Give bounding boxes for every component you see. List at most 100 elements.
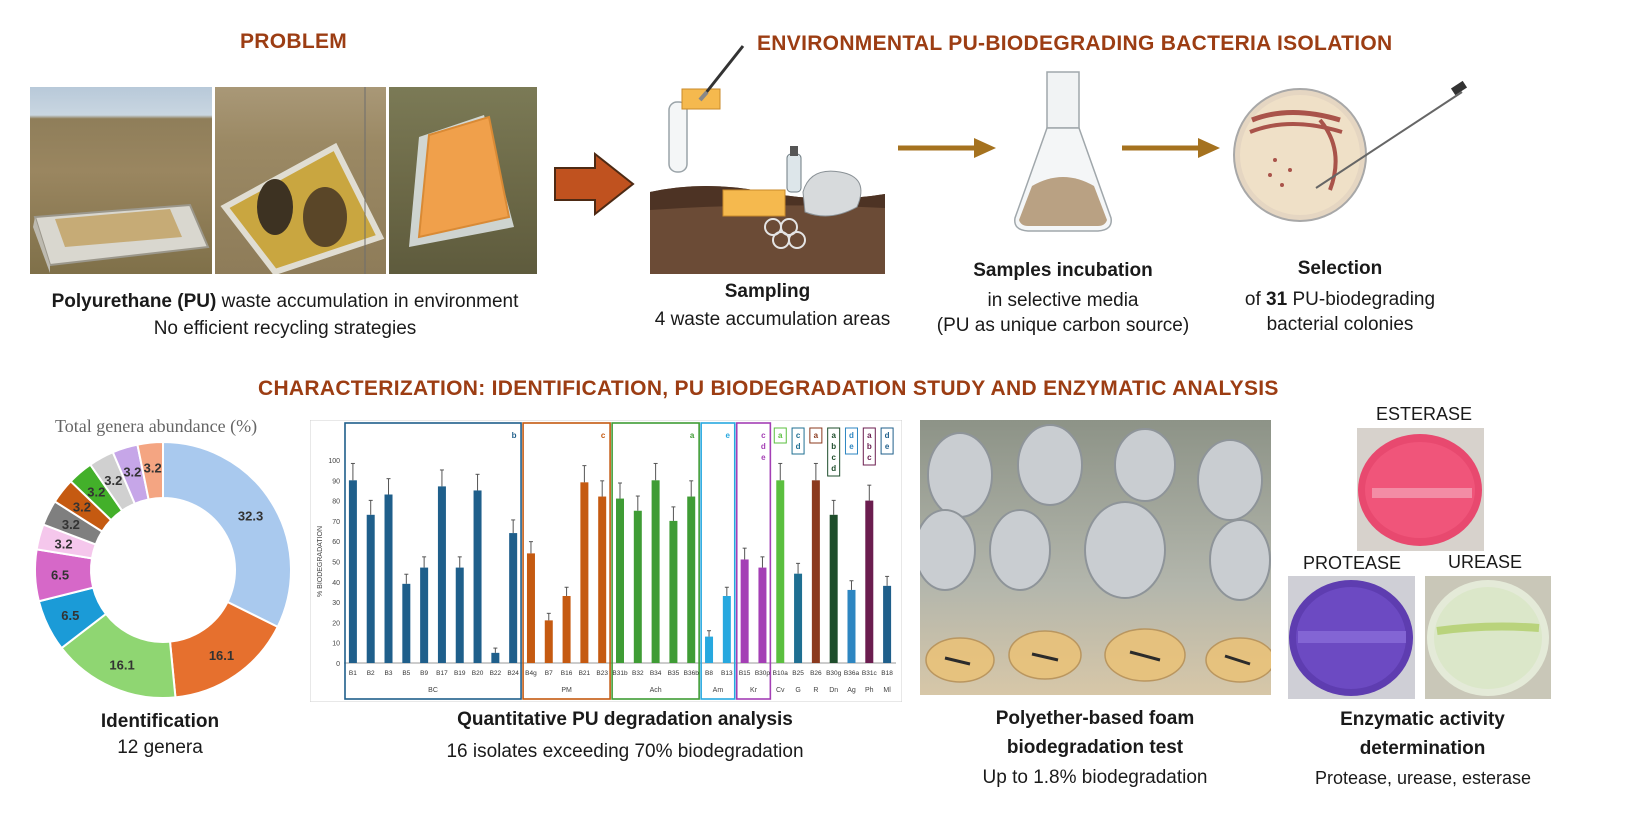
x-tick-label: B2 <box>367 670 375 677</box>
bar <box>402 583 411 663</box>
bar <box>544 620 553 663</box>
group-box <box>611 422 700 700</box>
significance-letter: b <box>867 442 872 451</box>
group-box <box>522 422 611 700</box>
y-tick-label: 30 <box>332 600 340 607</box>
significance-letter: e <box>849 442 854 451</box>
group-label: Ag <box>847 687 856 694</box>
protease-plate-illustration <box>1289 580 1413 696</box>
x-tick-label: B3 <box>385 670 393 677</box>
bar <box>883 585 892 663</box>
bar <box>758 567 767 663</box>
photo-mattress-field <box>30 87 212 274</box>
y-tick-label: 70 <box>332 519 340 526</box>
group-box <box>700 422 736 700</box>
problem-caption-line1: Polyurethane (PU) waste accumulation in … <box>51 291 519 312</box>
significance-letter: d <box>831 464 836 473</box>
bar <box>705 636 714 663</box>
x-tick-label: B18 <box>881 670 893 677</box>
letter-badge <box>791 427 805 455</box>
x-tick-label: B8 <box>705 670 713 677</box>
foam-test-title2: biodegradation test <box>1006 737 1184 758</box>
foam-test-sub: Up to 1.8% biodegradation <box>982 767 1208 788</box>
selection-sub1: of 31 PU-biodegrading <box>1244 289 1436 310</box>
significance-letter: c <box>796 431 801 440</box>
bar <box>651 480 660 663</box>
bar <box>580 482 589 663</box>
y-tick-label: 50 <box>332 560 340 567</box>
donut-slice-label: 3.2 <box>54 536 72 551</box>
photo-protease-plate <box>1288 576 1415 699</box>
x-tick-label: B17 <box>436 670 448 677</box>
enzymatic-title2: determination <box>1359 738 1486 759</box>
group-label: R <box>813 687 818 694</box>
x-tick-label: B7 <box>545 670 553 677</box>
y-tick-label: 40 <box>332 580 340 587</box>
donut-slice <box>136 442 164 501</box>
donut-slice-label: 16.1 <box>209 648 234 663</box>
foam-block-illustration <box>409 115 514 247</box>
characterization-header: CHARACTERIZATION: IDENTIFICATION, PU BIO… <box>258 377 1279 400</box>
problem-caption-line2: No efficient recycling strategies <box>153 318 417 339</box>
significance-letter: a <box>778 431 783 440</box>
significance-letter: d <box>761 442 766 451</box>
bar <box>865 500 874 663</box>
y-tick-label: 10 <box>332 641 340 648</box>
x-tick-label: B26 <box>810 670 822 677</box>
group-label: Ph <box>865 687 874 694</box>
petri-dish-illustration <box>1233 80 1468 222</box>
bar <box>509 533 518 663</box>
mattress-illustration <box>33 203 210 273</box>
bar <box>829 514 838 663</box>
bar <box>633 510 642 663</box>
x-tick-label: B1 <box>349 670 357 677</box>
bar <box>847 589 856 663</box>
significance-letter: a <box>831 431 836 440</box>
x-tick-label: B15 <box>739 670 751 677</box>
letter-badge <box>844 427 858 455</box>
arrow-to-selection-icon <box>1122 138 1220 158</box>
enzymatic-sub: Protease, urease, esterase <box>1314 768 1532 788</box>
quantitative-title: Quantitative PU degradation analysis <box>457 709 793 730</box>
x-tick-label: B36a <box>844 670 860 677</box>
y-axis-label: % BIODEGRADATION <box>317 526 324 597</box>
bar <box>598 496 607 663</box>
x-tick-label: B20 <box>472 670 484 677</box>
arrow-to-incubation-icon <box>898 138 996 158</box>
bar <box>384 494 393 663</box>
significance-letter: b <box>831 442 836 451</box>
bar <box>491 652 500 663</box>
group-label: Am <box>713 687 724 694</box>
donut-slice-label: 6.5 <box>51 567 69 582</box>
incubation-sub2: (PU as unique carbon source) <box>936 315 1190 336</box>
significance-letter: d <box>885 431 890 440</box>
x-tick-label: B19 <box>454 670 466 677</box>
foam-test-title1: Polyether-based foam <box>995 708 1195 729</box>
urease-plate-illustration <box>1427 580 1549 696</box>
isolation-header: ENVIRONMENTAL PU-BIODEGRADING BACTERIA I… <box>757 32 1393 55</box>
selection-sub2: bacterial colonies <box>1266 314 1414 335</box>
y-tick-label: 100 <box>328 458 340 465</box>
sampling-title: Sampling <box>724 281 811 302</box>
bar <box>687 496 696 663</box>
incubation-title: Samples incubation <box>973 260 1153 281</box>
donut-slice-label: 16.1 <box>109 658 134 673</box>
letter-badge <box>862 427 876 466</box>
bar <box>366 514 375 663</box>
donut-slice-label: 3.2 <box>104 473 122 488</box>
letter-badge <box>773 427 787 444</box>
group-label: Ach <box>650 687 662 694</box>
x-tick-label: B34 <box>650 670 662 677</box>
esterase-label: ESTERASE <box>1376 404 1473 424</box>
x-tick-label: B30p <box>755 670 771 677</box>
significance-letter: a <box>690 431 695 440</box>
quantitative-sub: 16 isolates exceeding 70% biodegradation <box>446 741 804 762</box>
photo-foam-grass <box>389 87 537 274</box>
group-box <box>344 422 522 700</box>
x-tick-label: B13 <box>721 670 733 677</box>
y-tick-label: 80 <box>332 499 340 506</box>
x-tick-label: B31c <box>862 670 878 677</box>
bar <box>669 520 678 663</box>
identification-title: Identification <box>100 711 220 732</box>
